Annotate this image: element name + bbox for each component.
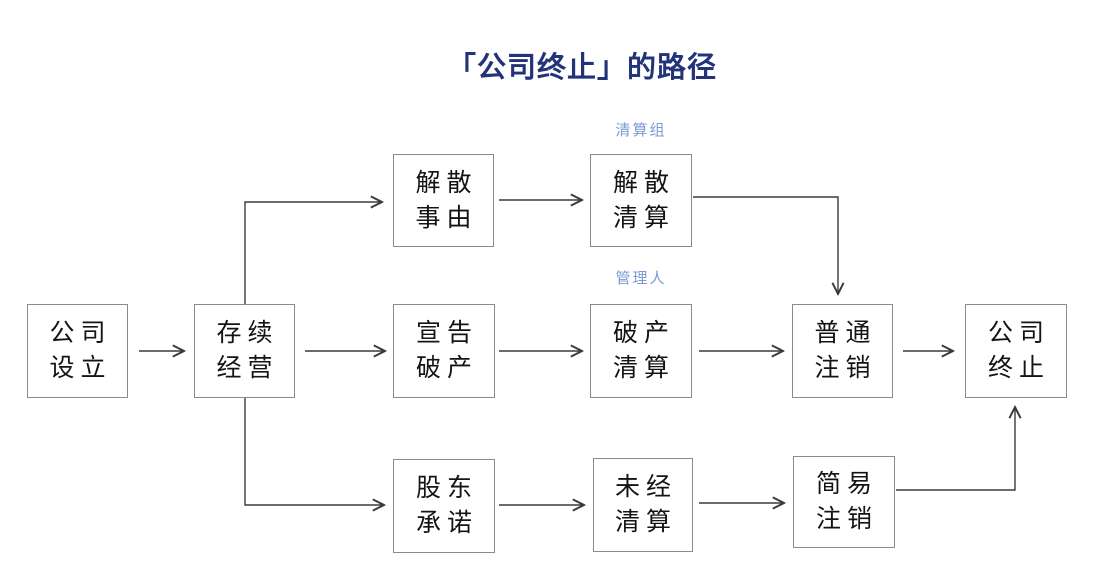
arrow-going-concern-to-shareholder-commitment bbox=[244, 398, 384, 505]
node-ordinary-deregistration-line1: 普通 bbox=[814, 319, 877, 347]
node-bankruptcy-liquidation: 破产 清算 bbox=[590, 304, 692, 398]
node-simple-deregistration-line2: 注销 bbox=[815, 505, 878, 533]
node-dissolution-cause-line2: 事由 bbox=[415, 203, 478, 232]
node-declare-bankruptcy-line1: 宣告 bbox=[415, 319, 478, 347]
node-no-liquidation-line2: 清算 bbox=[614, 508, 677, 536]
node-bankruptcy-liquidation-line1: 破产 bbox=[612, 319, 675, 347]
node-no-liquidation: 未经 清算 bbox=[593, 458, 693, 552]
node-dissolution-liquidation-line2: 清算 bbox=[612, 203, 675, 232]
node-shareholder-commitment-line1: 股东 bbox=[415, 474, 478, 502]
node-shareholder-commitment-line2: 承诺 bbox=[415, 509, 478, 537]
arrow-simple-deregistration-to-company-termination bbox=[896, 407, 1015, 491]
node-bankruptcy-liquidation-line2: 清算 bbox=[612, 354, 675, 382]
node-no-liquidation-line1: 未经 bbox=[614, 473, 677, 501]
node-simple-deregistration-line1: 简易 bbox=[815, 470, 878, 498]
node-ordinary-deregistration-line2: 注销 bbox=[814, 354, 877, 382]
node-going-concern: 存续 经营 bbox=[194, 304, 295, 398]
arrow-going-concern-to-dissolution-cause bbox=[244, 202, 382, 304]
node-company-termination-line2: 终止 bbox=[987, 354, 1050, 382]
node-declare-bankruptcy: 宣告 破产 bbox=[393, 304, 495, 398]
node-shareholder-commitment: 股东 承诺 bbox=[393, 459, 495, 553]
node-dissolution-cause-line1: 解散 bbox=[415, 168, 478, 197]
node-ordinary-deregistration: 普通 注销 bbox=[792, 304, 893, 398]
node-company-termination: 公司 终止 bbox=[965, 304, 1067, 398]
node-dissolution-liquidation: 解散 清算 bbox=[590, 154, 692, 247]
node-company-setup-line2: 设立 bbox=[49, 354, 112, 382]
node-dissolution-liquidation-line1: 解散 bbox=[612, 168, 675, 197]
node-going-concern-line2: 经营 bbox=[216, 354, 279, 382]
node-company-setup: 公司 设立 bbox=[27, 304, 128, 398]
annotation-liquidation-group: 清算组 bbox=[615, 122, 667, 139]
node-dissolution-cause: 解散 事由 bbox=[393, 154, 494, 247]
page-title: 「公司终止」的路径 bbox=[447, 52, 718, 84]
node-company-termination-line1: 公司 bbox=[987, 319, 1050, 347]
node-declare-bankruptcy-line2: 破产 bbox=[415, 354, 478, 382]
node-going-concern-line1: 存续 bbox=[216, 319, 279, 347]
annotation-administrator: 管理人 bbox=[615, 270, 667, 287]
arrow-dissolution-liquidation-to-ordinary-deregistration bbox=[693, 196, 838, 294]
node-company-setup-line1: 公司 bbox=[49, 319, 112, 347]
node-simple-deregistration: 简易 注销 bbox=[793, 456, 895, 548]
